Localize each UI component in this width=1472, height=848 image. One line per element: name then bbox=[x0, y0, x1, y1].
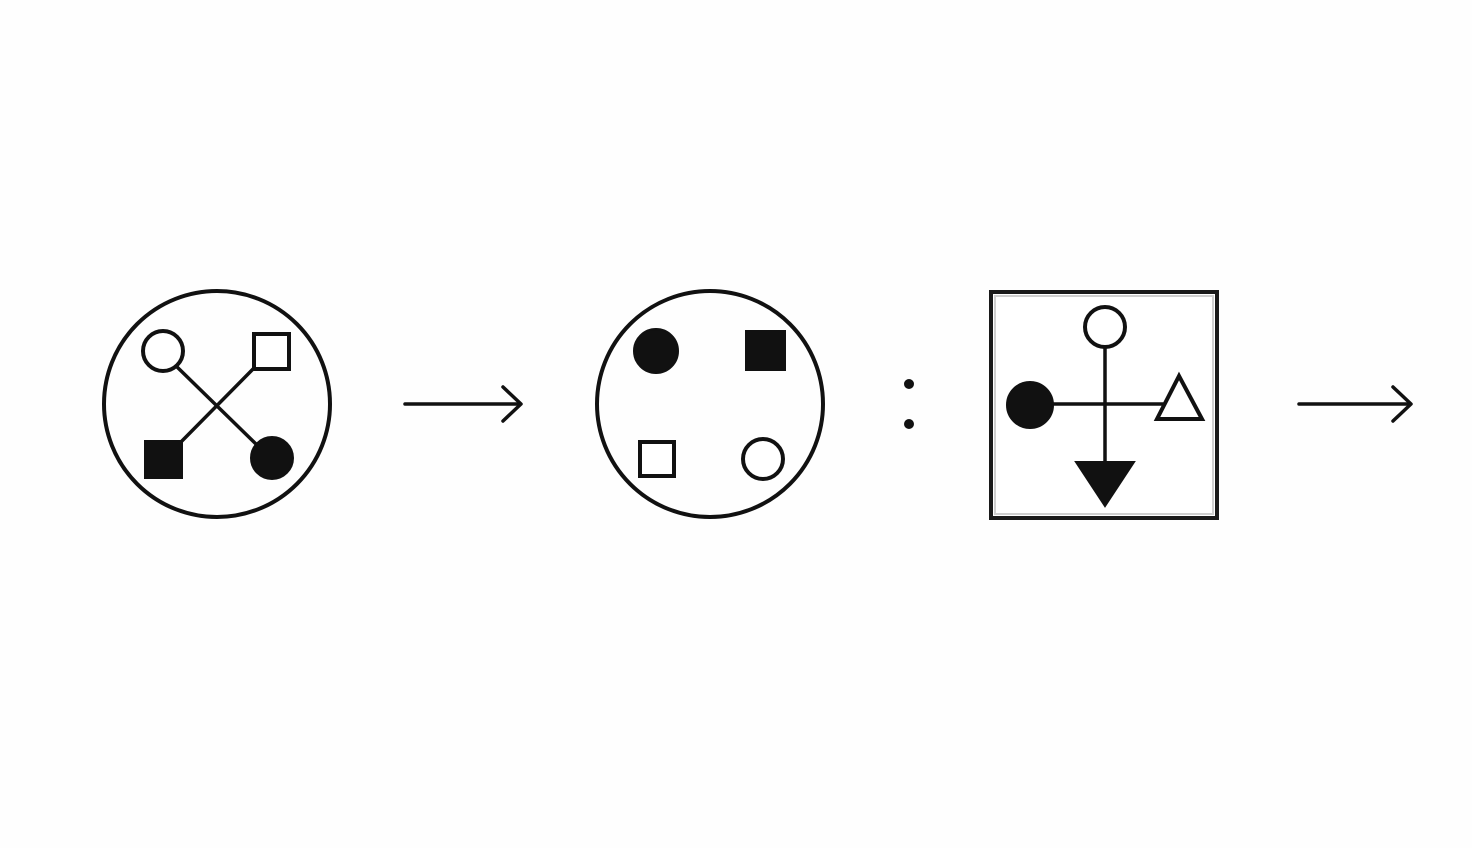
arrow-1-head bbox=[501, 385, 523, 423]
result-filled-square-icon bbox=[745, 330, 786, 371]
result-hollow-square-icon bbox=[638, 440, 676, 478]
source-connector-tr-bl bbox=[175, 362, 260, 448]
query-frame-inner-shade bbox=[994, 295, 1214, 515]
result-panel bbox=[595, 289, 825, 519]
source-hollow-square-icon bbox=[252, 332, 291, 371]
result-hollow-circle-icon bbox=[741, 437, 785, 481]
query-filled-triangle-icon bbox=[1074, 461, 1136, 508]
colon-top-dot bbox=[904, 379, 914, 389]
source-frame-circle bbox=[102, 289, 332, 519]
result-frame-circle bbox=[595, 289, 825, 519]
source-panel bbox=[102, 289, 332, 519]
query-hollow-triangle-icon bbox=[1153, 371, 1206, 421]
transform-arrow-2 bbox=[1297, 385, 1413, 423]
query-hollow-circle-icon bbox=[1083, 305, 1127, 349]
ratio-colon bbox=[904, 379, 914, 429]
source-hollow-circle-icon bbox=[141, 329, 185, 373]
query-filled-circle-icon bbox=[1006, 381, 1054, 429]
query-panel bbox=[989, 290, 1219, 520]
transform-arrow-1 bbox=[403, 385, 523, 423]
source-filled-square-icon bbox=[144, 440, 183, 479]
colon-bottom-dot bbox=[904, 419, 914, 429]
arrow-2-head bbox=[1391, 385, 1413, 423]
result-filled-circle-icon bbox=[633, 328, 679, 374]
source-filled-circle-icon bbox=[250, 436, 294, 480]
